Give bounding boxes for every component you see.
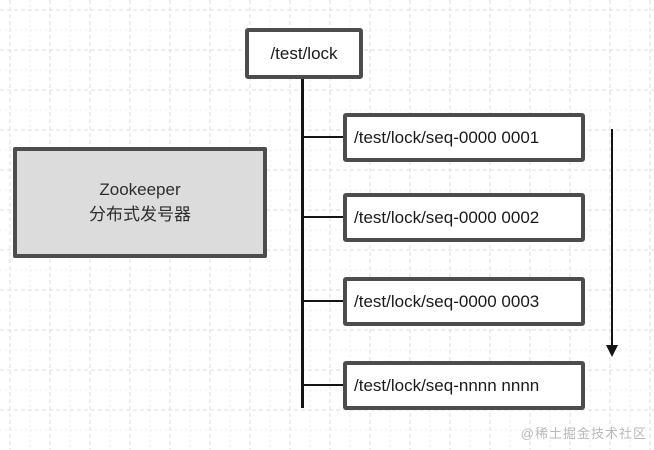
node-seq-0003-label: /test/lock/seq-0000 0003 <box>354 291 540 311</box>
node-seq-0002-label: /test/lock/seq-0000 0002 <box>354 207 540 227</box>
node-seq-0001: /test/lock/seq-0000 0001 <box>343 113 585 162</box>
sequence-direction-arrow <box>605 129 619 357</box>
node-root-label: /test/lock <box>270 43 338 63</box>
tree-trunk-line <box>301 79 304 408</box>
node-seq-0002: /test/lock/seq-0000 0002 <box>343 193 585 242</box>
annotation-line-2: 分布式发号器 <box>89 204 191 224</box>
arrow-shaft <box>611 129 613 347</box>
annotation-line-1: Zookeeper <box>99 179 181 199</box>
branch-line-1 <box>303 136 343 138</box>
node-seq-nnnn: /test/lock/seq-nnnn nnnn <box>343 361 585 410</box>
branch-line-3 <box>303 300 343 302</box>
annotation-zookeeper: Zookeeper 分布式发号器 <box>13 147 267 258</box>
branch-line-2 <box>303 216 343 218</box>
node-root-test-lock: /test/lock <box>245 28 363 79</box>
node-seq-nnnn-label: /test/lock/seq-nnnn nnnn <box>354 375 540 395</box>
watermark-text: @稀土掘金技术社区 <box>520 426 647 441</box>
node-seq-0003: /test/lock/seq-0000 0003 <box>343 277 585 326</box>
node-seq-0001-label: /test/lock/seq-0000 0001 <box>354 127 540 147</box>
arrow-down-head-icon <box>606 345 618 357</box>
branch-line-4 <box>303 384 343 386</box>
